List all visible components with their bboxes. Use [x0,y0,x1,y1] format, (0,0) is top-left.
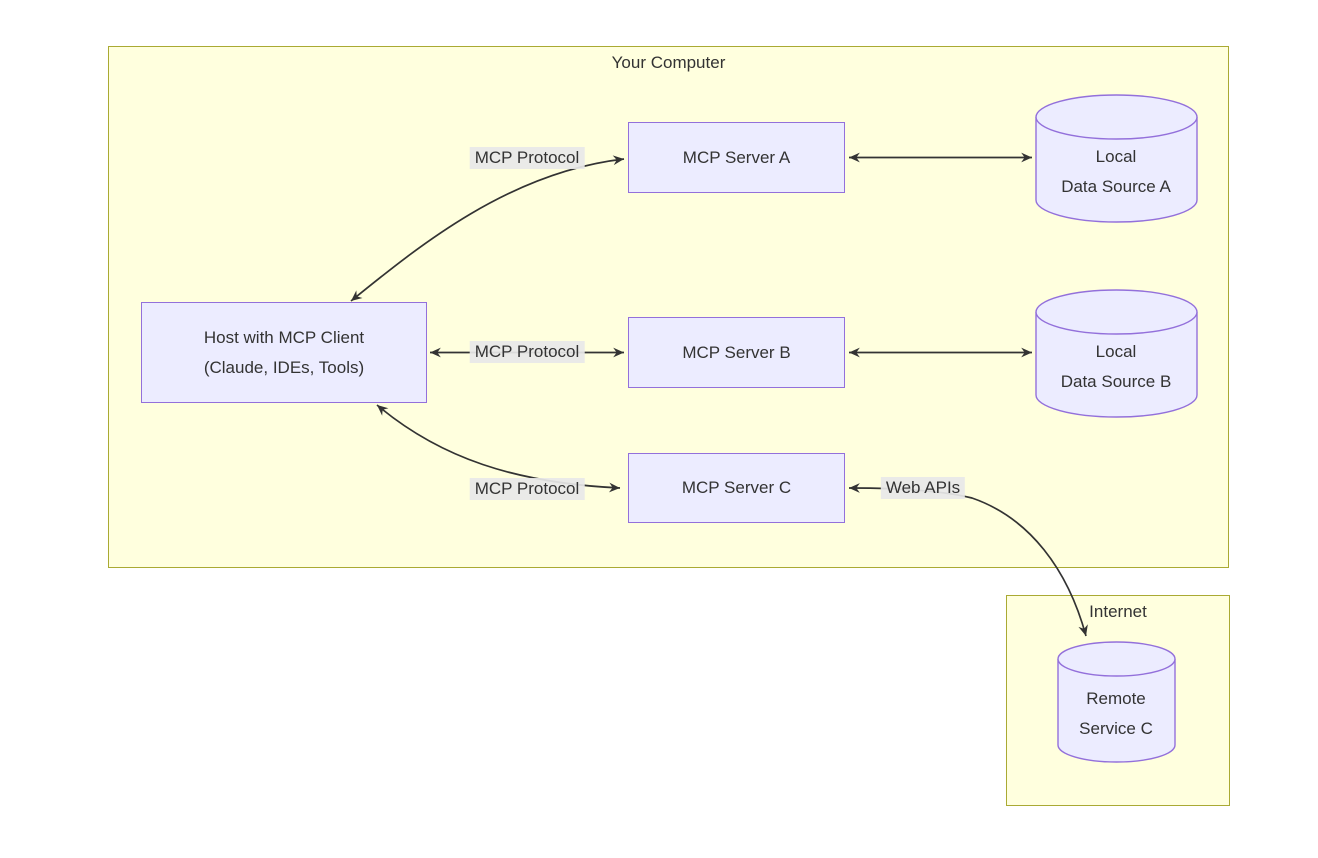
edge-host-server-a [350,155,625,302]
cylinder-local-data-source-b-label-line1: Local [1095,342,1137,361]
node-mcp-server-a: MCP Server A [628,122,845,193]
cylinder-local-data-source-a-top [1035,94,1198,140]
cylinder-local-data-source-a [1035,94,1198,223]
node-host-label-line1: Host with MCP Client [203,327,365,347]
node-mcp-server-a-label: MCP Server A [682,147,791,167]
cylinder-remote-service-c-label-line2: Service C [1079,719,1153,738]
cylinder-remote-service-c-body [1057,659,1176,763]
edge-label-mcp-protocol-a: MCP Protocol [469,147,585,169]
cylinder-local-data-source-b-label: Local Data Source B [1061,337,1172,397]
cylinder-remote-service-c-label: Remote Service C [1079,684,1153,744]
edge-label-web-apis: Web APIs [880,477,966,499]
cylinder-remote-service-c-top [1057,641,1176,677]
node-mcp-server-b: MCP Server B [628,317,845,388]
node-host: Host with MCP Client (Claude, IDEs, Tool… [141,302,427,403]
edge-label-mcp-protocol-c: MCP Protocol [469,478,585,500]
cylinder-local-data-source-a-label-line2: Data Source A [1061,177,1171,196]
cylinder-remote-service-c [1057,641,1176,763]
cylinder-local-data-source-b [1035,289,1198,418]
node-mcp-server-c-label: MCP Server C [681,478,792,497]
cylinder-local-data-source-b-body [1035,312,1198,418]
cluster-your-computer-title: Your Computer [611,53,726,72]
cylinder-local-data-source-b-label-line2: Data Source B [1060,372,1172,391]
cylinder-local-data-source-a-body [1035,117,1198,223]
node-host-label-line2: (Claude, IDEs, Tools) [203,357,365,377]
node-mcp-server-b-label: MCP Server B [682,342,791,362]
node-host-label: Host with MCP Client (Claude, IDEs, Tool… [204,323,364,383]
cylinder-local-data-source-b-top [1035,289,1198,335]
cylinder-local-data-source-a-label: Local Data Source A [1061,142,1171,202]
cluster-internet-title: Internet [1089,602,1147,621]
cylinder-remote-service-c-label-line1: Remote [1086,689,1146,708]
edge-label-mcp-protocol-b: MCP Protocol [469,341,585,363]
node-mcp-server-c: MCP Server C [628,453,845,523]
cylinder-local-data-source-a-label-line1: Local [1095,147,1137,166]
edge-host-server-c [376,404,621,493]
